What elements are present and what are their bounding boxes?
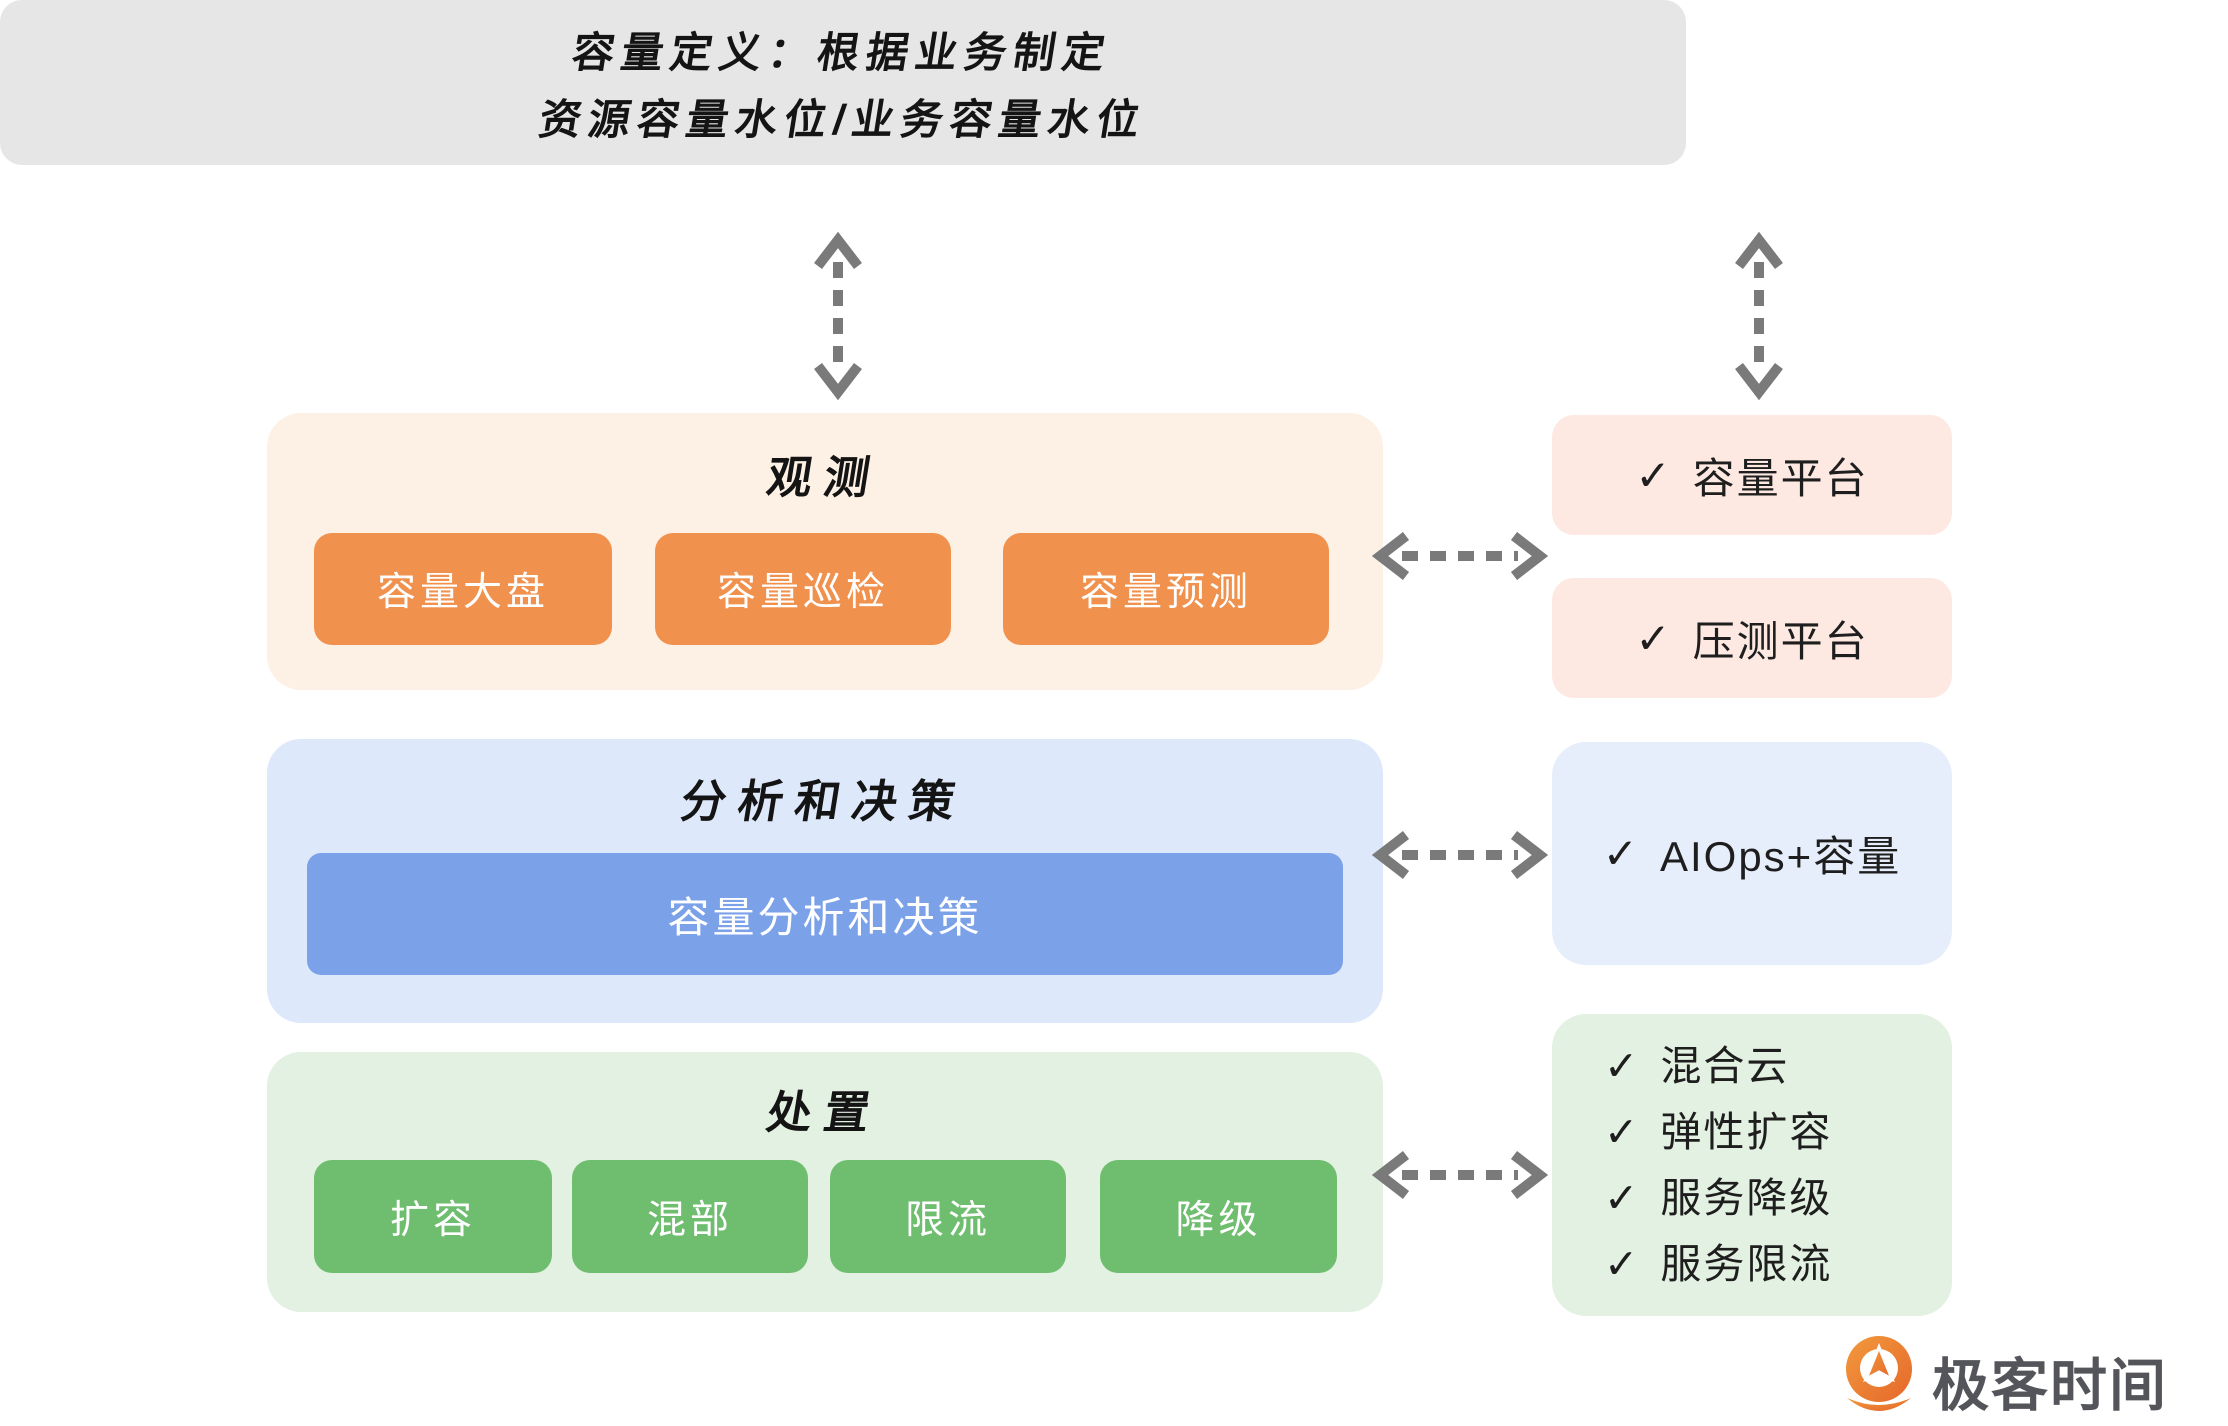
node-scale-out: 扩容 (314, 1160, 552, 1273)
vertical-double-arrow-left-icon (808, 228, 868, 404)
side-box-capacity-platform: ✓ 容量平台 (1552, 415, 1952, 535)
node-colocation: 混部 (572, 1160, 808, 1273)
handle-panel: 处置 扩容 混部 限流 降级 (267, 1052, 1383, 1312)
check-icon: ✓ (1604, 1043, 1641, 1089)
geektime-logo-icon (1838, 1332, 1920, 1426)
node-capacity-forecast: 容量预测 (1003, 533, 1329, 645)
check-icon: ✓ (1604, 1109, 1641, 1155)
node-label: 混部 (646, 1198, 733, 1242)
check-item-label: 混合云 (1660, 1043, 1790, 1089)
check-item-label: 服务降级 (1660, 1175, 1833, 1221)
analyze-panel: 分析和决策 容量分析和决策 (267, 739, 1383, 1023)
node-degrade: 降级 (1100, 1160, 1337, 1273)
check-icon: ✓ (1604, 1175, 1641, 1221)
title-line-1: 容量定义：根据业务制定 (569, 28, 1116, 76)
node-label: 降级 (1175, 1198, 1262, 1242)
handle-header: 处置 (763, 1087, 886, 1138)
horizontal-double-arrow-observe-icon (1372, 526, 1548, 586)
capacity-definition-box: 容量定义：根据业务制定 资源容量水位/业务容量水位 (0, 0, 1686, 165)
analyze-header: 分析和决策 (677, 776, 971, 827)
observe-header: 观测 (763, 452, 886, 503)
node-label: 扩容 (389, 1198, 476, 1242)
node-label: 容量大盘 (376, 571, 549, 614)
geektime-logo-text: 极客时间 (1932, 1353, 2168, 1418)
vertical-double-arrow-right-icon (1729, 228, 1789, 404)
side-box-label: 压测平台 (1692, 617, 1869, 665)
check-item-elastic-scaling: ✓ 弹性扩容 (1604, 1099, 1832, 1165)
node-label: 限流 (904, 1198, 991, 1242)
check-icon: ✓ (1602, 830, 1640, 877)
side-box-label: AIOps+容量 (1659, 833, 1902, 880)
side-box-aiops-capacity: ✓ AIOps+容量 (1552, 742, 1952, 965)
observe-panel: 观测 容量大盘 容量巡检 容量预测 (267, 413, 1383, 690)
check-item-service-degrade: ✓ 服务降级 (1604, 1165, 1832, 1231)
node-capacity-inspection: 容量巡检 (655, 533, 951, 645)
side-box-handle-capabilities: ✓ 混合云 ✓ 弹性扩容 ✓ 服务降级 ✓ 服务限流 (1552, 1014, 1952, 1316)
node-capacity-analysis-decision: 容量分析和决策 (307, 853, 1343, 975)
check-item-label: 服务限流 (1660, 1241, 1833, 1287)
side-box-label: 容量平台 (1692, 454, 1869, 502)
check-item-service-ratelimit: ✓ 服务限流 (1604, 1231, 1832, 1297)
horizontal-double-arrow-analyze-icon (1372, 825, 1548, 885)
node-capacity-dashboard: 容量大盘 (314, 533, 612, 645)
check-item-label: 弹性扩容 (1660, 1109, 1833, 1155)
node-label: 容量分析和决策 (667, 893, 983, 941)
side-box-stress-test-platform: ✓ 压测平台 (1552, 578, 1952, 698)
check-icon: ✓ (1635, 614, 1673, 662)
title-line-2: 资源容量水位/业务容量水位 (535, 95, 1150, 143)
check-icon: ✓ (1604, 1241, 1641, 1287)
horizontal-double-arrow-handle-icon (1372, 1145, 1548, 1205)
geektime-logo: 极客时间 (1838, 1332, 2168, 1426)
node-rate-limit: 限流 (830, 1160, 1066, 1273)
node-label: 容量预测 (1079, 571, 1252, 614)
check-item-hybrid-cloud: ✓ 混合云 (1604, 1033, 1789, 1099)
check-icon: ✓ (1635, 451, 1673, 499)
node-label: 容量巡检 (716, 571, 889, 614)
